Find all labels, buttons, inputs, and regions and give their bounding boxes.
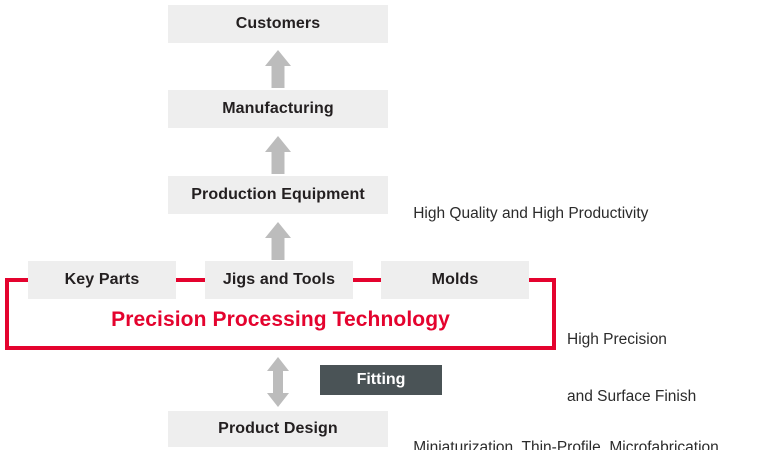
arrow-production-to-manufacturing <box>264 136 292 174</box>
arrow-design-fitting-bidirectional <box>265 357 291 407</box>
tech-box-molds-label: Molds <box>431 271 479 288</box>
chain-box-manufacturing-label: Manufacturing <box>222 100 334 117</box>
tech-box-jigs-and-tools-label: Jigs and Tools <box>222 271 336 288</box>
tech-box-jigs-and-tools[interactable]: Jigs and Tools <box>205 261 353 299</box>
annotation-precision: High Precision and Surface Finish <box>567 292 696 444</box>
red-connector-keyparts-jigs <box>176 278 206 282</box>
red-connector-jigs-molds <box>353 278 383 282</box>
chain-box-customers[interactable]: Customers <box>168 5 388 43</box>
annotation-production-equipment: High Quality and High Productivity <box>396 185 648 242</box>
red-frame-top-segment-left <box>5 278 31 282</box>
annotation-production-equipment-text: High Quality and High Productivity <box>413 205 649 222</box>
annotation-product-design-text: Miniaturization, Thin-Profile, Microfabr… <box>413 439 719 450</box>
tech-box-molds[interactable]: Molds <box>381 261 529 299</box>
annotation-precision-line2: and Surface Finish <box>567 388 697 405</box>
precision-processing-technology-label: Precision Processing Technology <box>111 308 450 331</box>
red-frame-top-segment-right <box>528 278 556 282</box>
chain-box-production-equipment-label: Production Equipment <box>191 186 365 203</box>
chain-box-product-design[interactable]: Product Design <box>168 411 388 447</box>
chain-box-manufacturing[interactable]: Manufacturing <box>168 90 388 128</box>
red-frame-right-edge <box>552 278 556 350</box>
tech-box-key-parts-label: Key Parts <box>64 271 140 288</box>
annotation-precision-line1: High Precision <box>567 331 667 348</box>
tech-box-key-parts[interactable]: Key Parts <box>28 261 176 299</box>
chain-box-product-design-label: Product Design <box>218 420 338 437</box>
arrow-technology-to-production <box>264 222 292 260</box>
chain-box-production-equipment[interactable]: Production Equipment <box>168 176 388 214</box>
red-frame-bottom-edge <box>5 346 556 350</box>
arrow-manufacturing-to-customers <box>264 50 292 88</box>
red-frame-left-edge <box>5 278 9 350</box>
precision-processing-technology-title: Precision Processing Technology <box>5 308 556 332</box>
fitting-box[interactable]: Fitting <box>320 365 442 395</box>
chain-box-customers-label: Customers <box>235 15 321 32</box>
annotation-product-design: Miniaturization, Thin-Profile, Microfabr… <box>396 419 719 450</box>
fitting-box-label: Fitting <box>356 371 406 388</box>
